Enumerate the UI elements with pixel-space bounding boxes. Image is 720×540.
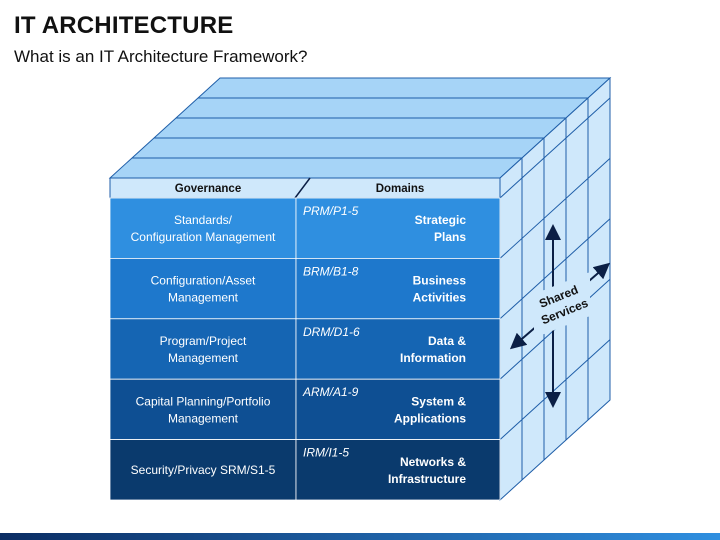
- domain-label: Activities: [413, 291, 467, 305]
- domain-label: Applications: [394, 411, 466, 425]
- domain-label: Information: [400, 351, 466, 365]
- governance-cell: [109, 318, 297, 380]
- reference-code: DRM/D1-6: [303, 325, 360, 339]
- page-subtitle: What is an IT Architecture Framework?: [14, 47, 308, 66]
- governance-cell: [109, 378, 297, 441]
- cube-top-face: [108, 77, 612, 179]
- side-face-row-line: [499, 158, 611, 259]
- domain-cell: [295, 257, 501, 320]
- header-governance: Governance: [175, 183, 241, 195]
- header-band: Governance Domains: [109, 177, 501, 199]
- bottom-accent-bar: [0, 533, 720, 540]
- page-title: IT ARCHITECTURE: [14, 12, 234, 39]
- governance-label: Configuration Management: [131, 230, 276, 244]
- governance-label: Management: [168, 351, 239, 365]
- governance-label: Program/Project: [160, 334, 247, 348]
- reference-code: IRM/I1-5: [303, 446, 349, 460]
- side-face-row-line: [499, 97, 611, 199]
- reference-code: ARM/A1-9: [302, 385, 359, 399]
- domain-cell: [295, 197, 501, 259]
- domain-label: Strategic: [415, 213, 467, 227]
- domain-cell: [295, 439, 501, 501]
- shared-services-label-bg: [534, 272, 590, 338]
- row-1: Standards/Configuration Management PRM/P1…: [109, 197, 501, 259]
- governance-label: Management: [168, 291, 239, 305]
- governance-label: Capital Planning/Portfolio: [136, 394, 271, 408]
- governance-label: Security/Privacy SRM/S1-5: [131, 463, 276, 477]
- header-domains: Domains: [376, 183, 425, 195]
- domain-label: System &: [411, 394, 466, 408]
- domain-label: Data &: [428, 334, 466, 348]
- reference-code: PRM/P1-5: [303, 204, 359, 218]
- domain-label: Business: [413, 274, 467, 288]
- reference-code: BRM/B1-8: [303, 264, 359, 278]
- domain-label: Networks &: [400, 455, 466, 469]
- domain-cell: [295, 378, 501, 441]
- front-rows: Standards/Configuration Management PRM/P1…: [109, 197, 501, 501]
- governance-label: Configuration/Asset: [151, 274, 256, 288]
- governance-cell: [109, 257, 297, 320]
- governance-label: Standards/: [174, 213, 233, 227]
- governance-label: Management: [168, 411, 239, 425]
- domain-label: Plans: [434, 230, 466, 244]
- governance-cell: [109, 197, 297, 259]
- domain-cell: [295, 318, 501, 380]
- row-5: Security/Privacy SRM/S1-5 IRM/I1-5Network…: [109, 439, 501, 501]
- domain-label: Infrastructure: [388, 472, 466, 486]
